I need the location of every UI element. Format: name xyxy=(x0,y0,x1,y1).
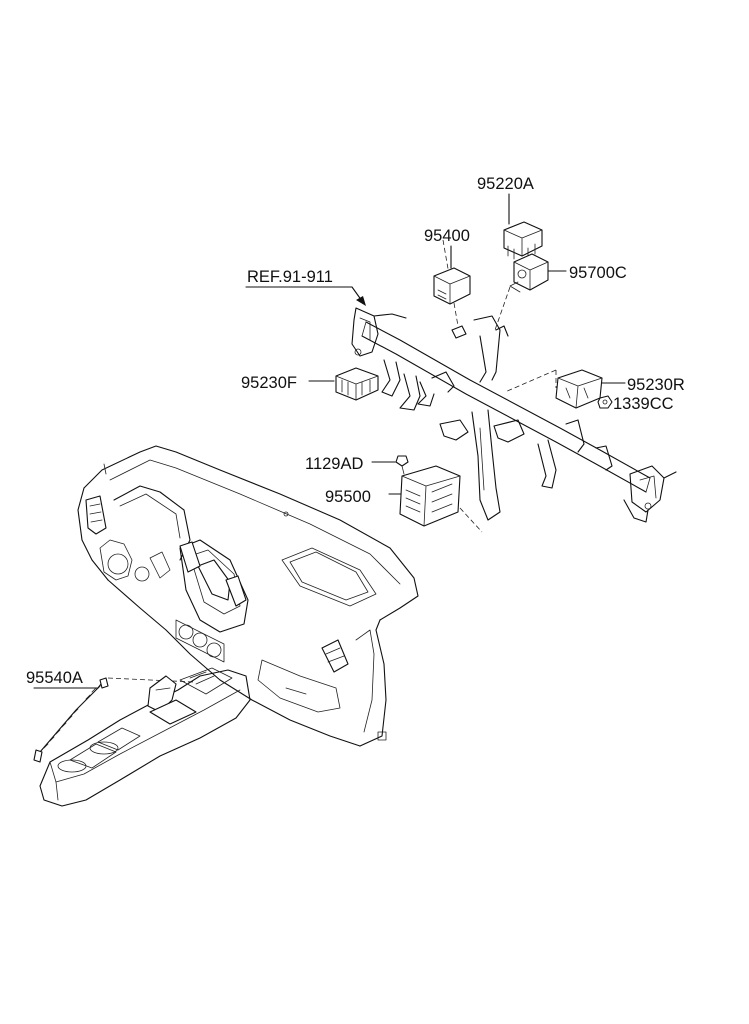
nut-1339CC xyxy=(597,395,613,409)
callout-ref-91-911: REF.91-911 xyxy=(247,268,333,286)
callout-1129AD: 1129AD xyxy=(305,455,363,473)
callout-95700C: 95700C xyxy=(569,264,627,282)
callout-95220A: 95220A xyxy=(477,175,534,193)
center-console xyxy=(39,667,251,807)
cable-95540A xyxy=(33,677,109,763)
cowl-cross-bar xyxy=(351,307,677,523)
callout-95400: 95400 xyxy=(424,227,470,245)
callout-95230R: 95230R xyxy=(627,376,685,394)
crash-pad xyxy=(77,445,419,747)
bolt-1129AD xyxy=(395,455,409,475)
relay-box-95230F xyxy=(335,367,379,401)
module-95400 xyxy=(433,267,471,339)
callout-95500: 95500 xyxy=(325,488,371,506)
relay-block-95700C xyxy=(509,253,549,293)
junction-block-95500 xyxy=(399,465,461,527)
callout-1339CC: 1339CC xyxy=(613,395,674,413)
relay-95220A xyxy=(503,221,543,260)
relay-box-95230R xyxy=(555,369,603,409)
callout-95540A: 95540A xyxy=(26,669,83,687)
callout-95230F: 95230F xyxy=(241,374,297,392)
